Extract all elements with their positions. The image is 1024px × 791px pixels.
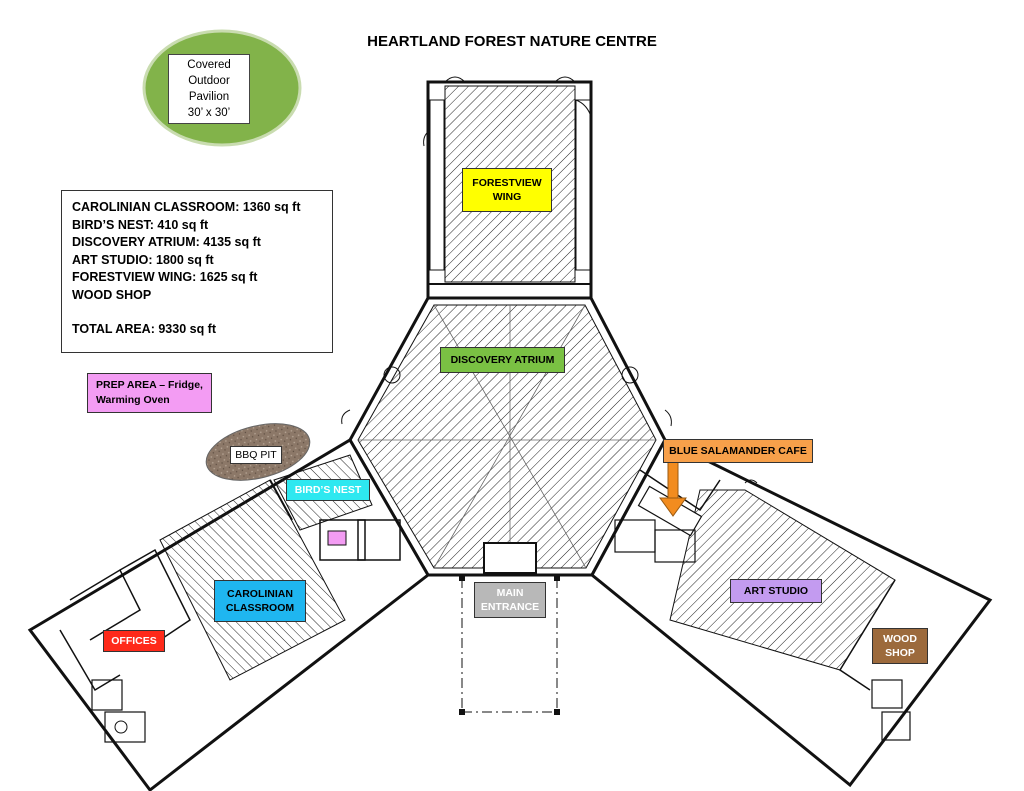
prep-area-label: PREP AREA – Fridge, Warming Oven [87, 373, 212, 413]
page-title: HEARTLAND FOREST NATURE CENTRE [367, 33, 657, 50]
total-area: TOTAL AREA: 9330 sq ft [72, 322, 217, 336]
birds-nest-label: BIRD’S NEST [286, 479, 370, 501]
area-line: WOOD SHOP [72, 287, 152, 302]
atrium-shape [348, 296, 667, 577]
discovery-atrium-label: DISCOVERY ATRIUM [440, 347, 565, 373]
area-line: DISCOVERY ATRIUM: 4135 sq ft [72, 235, 261, 249]
classroom-label: CAROLINIAN CLASSROOM [214, 580, 306, 622]
cafe-label: BLUE SALAMANDER CAFE [663, 439, 813, 463]
main-entrance-label: MAIN ENTRANCE [474, 582, 546, 618]
bbq-pit-label: BBQ PIT [230, 446, 282, 464]
wood-shop-label: WOOD SHOP [872, 628, 928, 664]
area-summary-box: CAROLINIAN CLASSROOM: 1360 sq ft BIRD’S … [61, 190, 333, 353]
offices-label: OFFICES [103, 630, 165, 652]
area-line: FORESTVIEW WING: 1625 sq ft [72, 270, 258, 284]
art-studio-label: ART STUDIO [730, 579, 822, 603]
forestview-wing-label: FORESTVIEW WING [462, 168, 552, 212]
entrance-canopy [459, 575, 560, 715]
area-line: CAROLINIAN CLASSROOM: 1360 sq ft [72, 200, 301, 214]
area-line: BIRD’S NEST: 410 sq ft [72, 217, 209, 232]
pavilion-label: Covered Outdoor Pavilion 30’ x 30’ [168, 54, 250, 124]
area-line: ART STUDIO: 1800 sq ft [72, 252, 214, 267]
